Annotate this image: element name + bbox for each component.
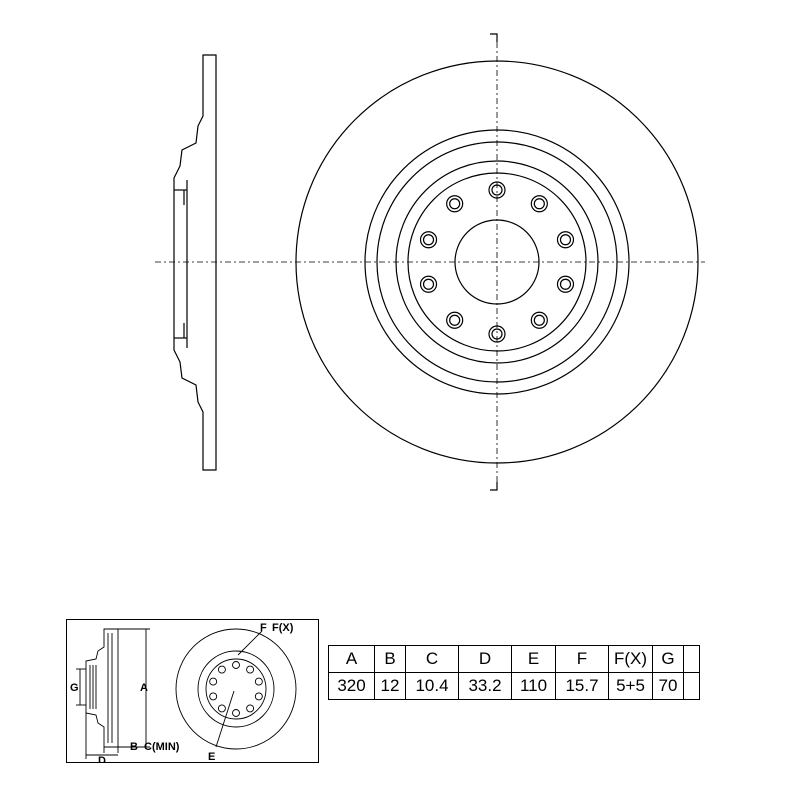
bolt-hole — [217, 665, 226, 674]
value-cell-d: 33.2 — [458, 672, 512, 700]
section-marker-bottom — [490, 482, 498, 491]
label-fx: F(X) — [272, 622, 294, 634]
header-cell-c: C — [405, 645, 459, 673]
header-cell-d: D — [458, 645, 512, 673]
legend-frame — [66, 619, 319, 763]
bolt-hole — [419, 231, 438, 249]
bolt-hole — [530, 195, 548, 213]
bolt-hole — [232, 709, 240, 717]
header-cell-blank — [683, 645, 700, 673]
bolt-hole-inner — [533, 198, 545, 210]
bolt-hole — [556, 231, 575, 249]
value-cell-e: 110 — [511, 672, 556, 700]
dimension-table: A B C D E F F(X) G 320 12 10.4 33.2 110 … — [328, 645, 700, 700]
bolt-hole — [254, 692, 263, 701]
bolt-hole — [246, 665, 255, 674]
label-c-min: C(MIN) — [144, 741, 180, 753]
header-cell-b: B — [374, 645, 406, 673]
bolt-hole — [209, 677, 218, 686]
f-leader-line — [237, 630, 263, 656]
mini-side-profile — [85, 628, 119, 748]
bolt-hole — [556, 275, 575, 293]
e-leader-line — [215, 690, 235, 748]
table-value-row: 320 12 10.4 33.2 110 15.7 5+5 70 — [328, 672, 700, 700]
header-cell-f: F — [555, 645, 609, 673]
header-cell-fx: F(X) — [608, 645, 653, 673]
bolt-hole — [446, 311, 464, 329]
label-g: G — [70, 682, 79, 694]
bolt-hole — [232, 661, 240, 669]
bolt-hole — [419, 275, 438, 293]
value-cell-g: 70 — [652, 672, 684, 700]
bolt-hole-inner — [422, 234, 435, 246]
mini-disc-outer — [175, 628, 297, 750]
disc-side-profile — [173, 54, 217, 471]
section-marker-top — [490, 33, 498, 42]
header-cell-g: G — [652, 645, 684, 673]
value-cell-a: 320 — [328, 672, 375, 700]
bolt-hole — [217, 704, 226, 713]
mini-bolt-group — [209, 661, 263, 717]
value-cell-c: 10.4 — [405, 672, 459, 700]
bolt-hole — [446, 195, 464, 213]
mini-hub-ring — [205, 658, 267, 720]
value-cell-fx: 5+5 — [608, 672, 653, 700]
label-b: B — [130, 741, 138, 753]
value-cell-blank — [683, 672, 700, 700]
value-cell-f: 15.7 — [555, 672, 609, 700]
brake-disc-drawing — [155, 33, 705, 491]
value-cell-b: 12 — [374, 672, 406, 700]
bolt-hole-inner — [449, 314, 461, 326]
dimension-legend-diagram: F F(X) G A B C(MIN) D E — [66, 619, 319, 763]
bolt-hole-inner — [422, 278, 435, 290]
header-cell-e: E — [511, 645, 556, 673]
bolt-hole-inner — [559, 278, 572, 290]
bolt-hole-inner — [533, 314, 545, 326]
bolt-hole — [209, 692, 218, 701]
label-a: A — [140, 682, 148, 694]
bolt-hole-inner — [449, 198, 461, 210]
label-d: D — [98, 755, 106, 763]
header-cell-a: A — [328, 645, 375, 673]
bolt-hole — [246, 704, 255, 713]
label-f: F — [260, 622, 267, 634]
bolt-hole — [530, 311, 548, 329]
table-header-row: A B C D E F F(X) G — [328, 645, 700, 673]
label-e: E — [208, 751, 215, 763]
bolt-hole-inner — [559, 234, 572, 246]
mini-hat-ring — [197, 650, 275, 728]
bolt-hole — [254, 677, 263, 686]
